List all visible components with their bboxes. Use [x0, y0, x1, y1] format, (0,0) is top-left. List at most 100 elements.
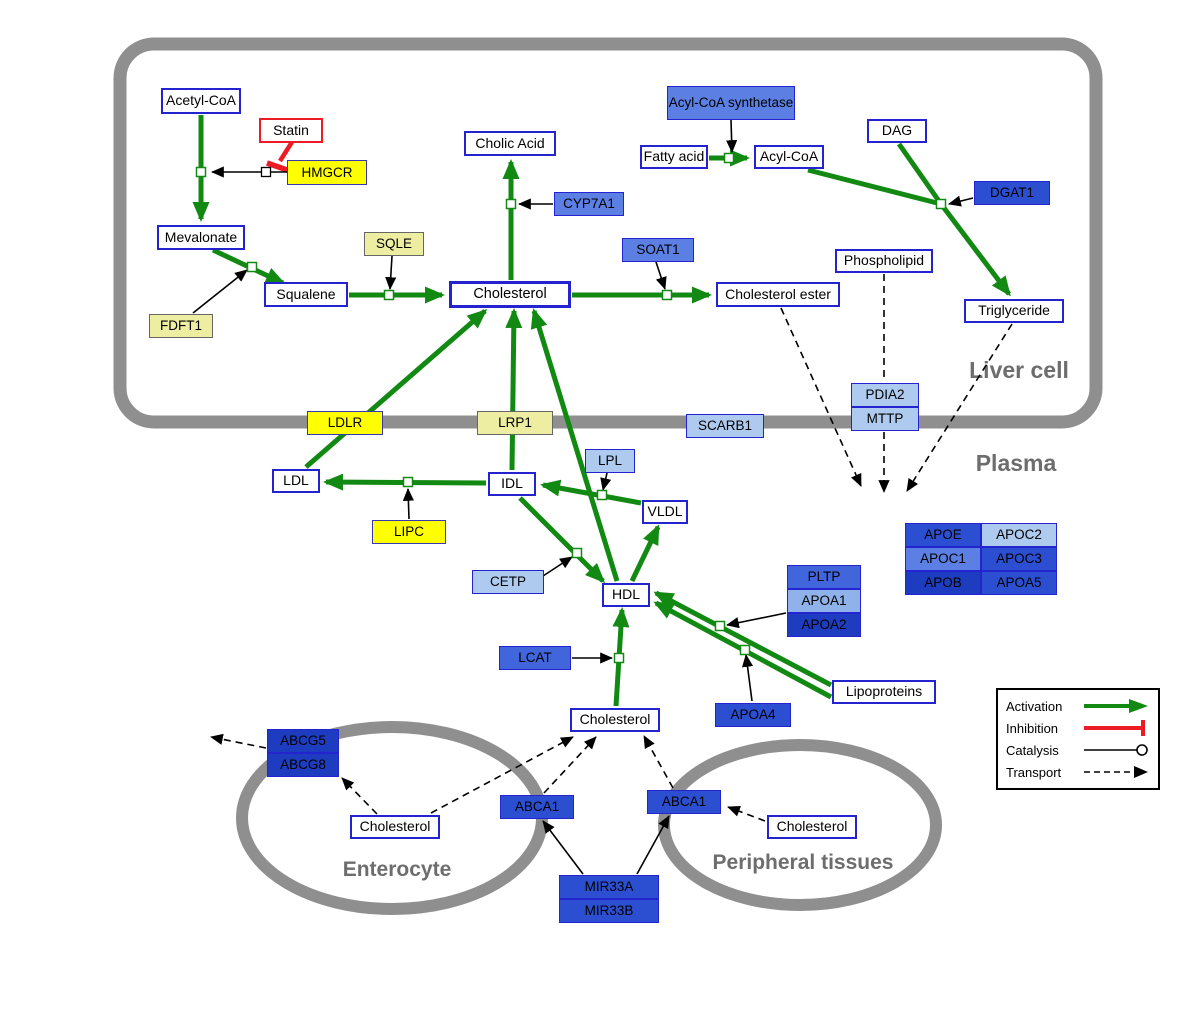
legend: Activation Inhibition Catalysis Transpor… — [996, 688, 1160, 790]
inhibition-tbar-icon — [1084, 720, 1145, 736]
edge-inhibition-statin-hmgcr — [278, 140, 294, 163]
node-cholesterol-enterocyte[interactable]: Cholesterol — [350, 815, 440, 839]
anchor-lipc-reaction — [402, 476, 414, 488]
node-abcg5[interactable]: ABCG5 — [267, 729, 339, 753]
node-pltp[interactable]: PLTP — [787, 565, 861, 589]
node-sqle[interactable]: SQLE — [364, 232, 424, 256]
anchor-cetp-reaction — [571, 547, 583, 559]
node-apoa5[interactable]: APOA5 — [981, 571, 1057, 595]
anchor-fdft1-reaction — [246, 261, 258, 273]
node-apoc1[interactable]: APOC1 — [905, 547, 981, 571]
anchor-dgat1-reaction — [935, 198, 947, 210]
edge-catalysis-acylcoa-synthetase — [726, 119, 738, 153]
catalysis-circle-icon — [1084, 744, 1148, 756]
node-cholesterol-plasma[interactable]: Cholesterol — [570, 708, 660, 732]
node-scarb1[interactable]: SCARB1 — [686, 414, 764, 438]
node-mir33a[interactable]: MIR33A — [559, 875, 659, 899]
node-apoc3[interactable]: APOC3 — [981, 547, 1057, 571]
node-abca1-peripheral[interactable]: ABCA1 — [647, 790, 721, 814]
legend-catalysis-label: Catalysis — [1006, 742, 1059, 758]
activation-arrow-icon — [1084, 699, 1148, 713]
node-cholesterol-peripheral[interactable]: Cholesterol — [767, 815, 857, 839]
node-abcg8[interactable]: ABCG8 — [267, 753, 339, 777]
node-cholesterol-ester[interactable]: Cholesterol ester — [716, 282, 840, 307]
edge-catalysis-sqle — [385, 255, 397, 290]
node-acyl-coa-synthetase[interactable]: Acyl-CoA synthetase — [667, 86, 795, 120]
node-apob[interactable]: APOB — [905, 571, 981, 595]
node-abca1-enterocyte[interactable]: ABCA1 — [500, 795, 574, 819]
edge-catalysis-apoa-stack — [726, 612, 787, 629]
node-acyl-coa[interactable]: Acyl-CoA — [754, 145, 824, 169]
node-fatty-acid[interactable]: Fatty acid — [640, 145, 708, 169]
edge-transport-triglyceride-plasma — [906, 323, 1013, 492]
edge-transport-abca1-peripheral-cholesterol — [643, 735, 674, 789]
node-lipc[interactable]: LIPC — [372, 520, 446, 544]
edge-mir33-abca1-peripheral — [636, 815, 670, 875]
edge-transport-cholesterol-abcg — [341, 777, 378, 815]
edge-activation-acylcoa-junction — [807, 167, 942, 207]
node-ldl[interactable]: LDL — [272, 469, 320, 493]
node-soat1[interactable]: SOAT1 — [622, 238, 694, 262]
node-idl[interactable]: IDL — [488, 472, 536, 496]
node-apoc2[interactable]: APOC2 — [981, 523, 1057, 547]
edge-activation-idl-hdl — [518, 496, 606, 584]
node-apoe[interactable]: APOE — [905, 523, 981, 547]
anchor-lpl-reaction — [596, 489, 608, 501]
node-hmgcr[interactable]: HMGCR — [287, 160, 367, 185]
node-lcat[interactable]: LCAT — [499, 646, 571, 670]
node-statin[interactable]: Statin — [259, 118, 323, 143]
node-fdft1[interactable]: FDFT1 — [149, 314, 213, 338]
anchor-apoa4-reaction — [739, 644, 751, 656]
node-cetp[interactable]: CETP — [472, 570, 544, 594]
edge-activation-idl-cholesterol — [505, 308, 523, 471]
edge-activation-vldl-idl — [540, 479, 642, 506]
node-triglyceride[interactable]: Triglyceride — [964, 299, 1064, 323]
edge-activation-lipoproteins-hdl-1 — [653, 590, 833, 688]
edge-activation-junction-triglyceride — [939, 202, 1011, 297]
legend-row-catalysis: Catalysis — [1006, 741, 1150, 759]
node-apoa4[interactable]: APOA4 — [715, 703, 791, 727]
anchor-soat1-reaction — [661, 289, 673, 301]
plasma-label: Plasma — [976, 450, 1057, 476]
node-dgat1[interactable]: DGAT1 — [974, 181, 1050, 205]
node-apoa2[interactable]: APOA2 — [787, 613, 861, 637]
legend-activation-label: Activation — [1006, 698, 1063, 714]
node-dag[interactable]: DAG — [867, 119, 927, 143]
legend-row-transport: Transport — [1006, 763, 1150, 781]
edge-catalysis-apoa4 — [741, 654, 754, 702]
edge-catalysis-cetp — [542, 556, 573, 577]
node-lpl[interactable]: LPL — [585, 449, 635, 473]
node-mir33b[interactable]: MIR33B — [559, 899, 659, 923]
node-cyp7a1[interactable]: CYP7A1 — [554, 192, 624, 216]
node-pdia2[interactable]: PDIA2 — [851, 383, 919, 407]
liver-cell-label: Liver cell — [969, 357, 1069, 383]
node-lrp1[interactable]: LRP1 — [477, 411, 553, 435]
node-mevalonate[interactable]: Mevalonate — [157, 225, 245, 250]
node-phospholipid[interactable]: Phospholipid — [835, 249, 933, 273]
legend-inhibition-label: Inhibition — [1006, 720, 1059, 736]
node-lipoproteins[interactable]: Lipoproteins — [832, 680, 936, 704]
legend-transport-label: Transport — [1006, 764, 1062, 780]
node-squalene[interactable]: Squalene — [264, 282, 348, 307]
node-ldlr[interactable]: LDLR — [307, 411, 383, 435]
node-apoa1[interactable]: APOA1 — [787, 589, 861, 613]
edge-catalysis-dgat1 — [948, 195, 974, 207]
edge-catalysis-lpl — [600, 472, 612, 491]
node-cholic-acid[interactable]: Cholic Acid — [464, 131, 556, 156]
node-vldl[interactable]: VLDL — [642, 500, 688, 524]
legend-row-inhibition: Inhibition — [1006, 719, 1150, 737]
edge-activation-dag-junction — [896, 142, 944, 206]
anchor-cyp7a1-reaction — [505, 198, 517, 210]
node-acetyl-coa[interactable]: Acetyl-CoA — [161, 88, 241, 114]
node-hdl[interactable]: HDL — [602, 583, 650, 607]
enterocyte-label: Enterocyte — [343, 858, 452, 881]
node-cholesterol-liver[interactable]: Cholesterol — [449, 281, 571, 308]
edge-activation-hdl-vldl — [629, 524, 661, 583]
edge-transport-cholesterolester-plasma — [780, 307, 862, 487]
anchor-statin-inhibition — [260, 166, 272, 178]
node-mttp[interactable]: MTTP — [851, 407, 919, 431]
liver-cell-membrane — [113, 37, 1103, 429]
peripheral-tissues-label: Peripheral tissues — [713, 851, 894, 874]
